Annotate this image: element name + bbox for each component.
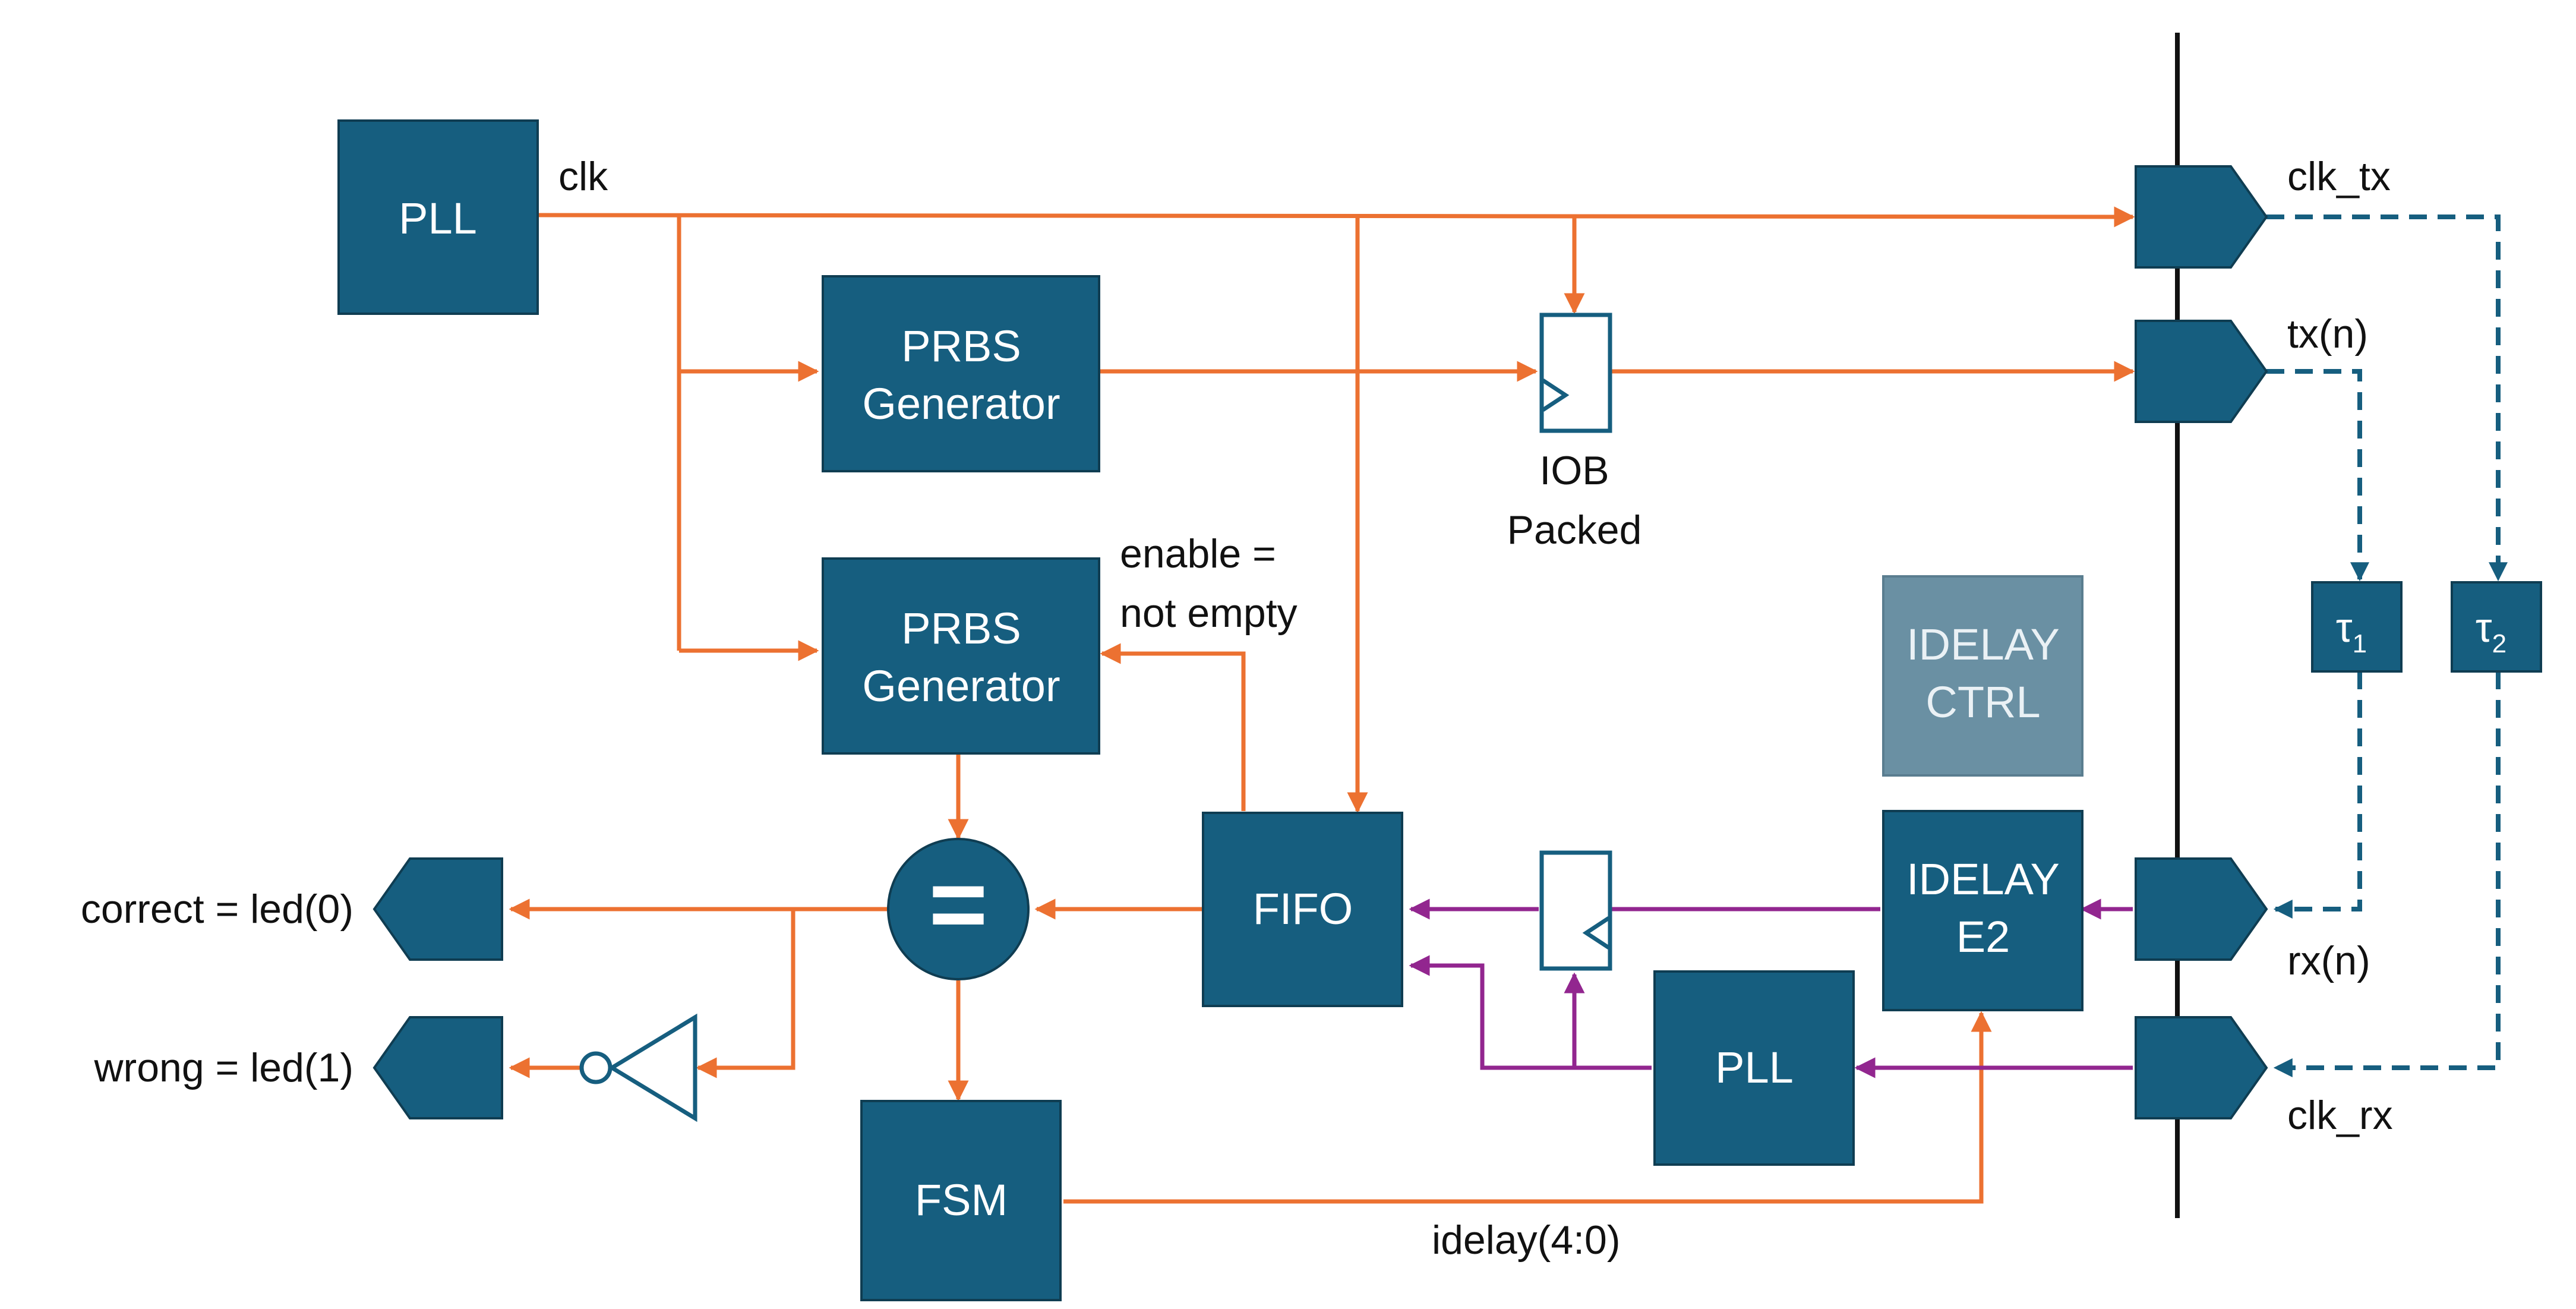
clk-tx-output-pad xyxy=(2135,165,2268,269)
purple-signals xyxy=(1409,898,2133,1078)
prbs1-label-line1: PRBS xyxy=(901,321,1021,371)
tau1-to-rx-path xyxy=(2273,671,2362,919)
idelaye2-label-line1: IDELAY xyxy=(1906,854,2060,904)
tau1-subscript: 1 xyxy=(2353,629,2367,658)
pll-top-label: PLL xyxy=(399,194,477,243)
iob-label-line1: IOB xyxy=(1539,448,1609,493)
rx-label: rx(n) xyxy=(2287,938,2370,983)
tau2-to-clkrx-path xyxy=(2273,671,2501,1077)
rx-input-pad xyxy=(2135,857,2268,961)
compare-to-inverter-wire xyxy=(696,909,795,1078)
equal-sign-label: = xyxy=(929,848,987,961)
tx-label: tx(n) xyxy=(2287,311,2368,357)
iob-flipflop xyxy=(1539,313,1612,433)
clk-tx-loop-path xyxy=(2266,215,2508,582)
pll-to-fifo-wire xyxy=(1409,955,1652,1070)
clk-rx-label: clk_rx xyxy=(2287,1093,2393,1138)
pll-bottom-block: PLL xyxy=(1653,970,1855,1166)
correct-led-pad xyxy=(372,857,503,961)
prbs2-label-line1: PRBS xyxy=(901,604,1021,653)
enable-label-line2: not empty xyxy=(1120,591,1298,636)
comparator: = xyxy=(887,838,1030,980)
input-flipflop xyxy=(1539,850,1612,971)
wrong-led-pad xyxy=(372,1016,503,1119)
idelaye2-block: IDELAY E2 xyxy=(1882,810,2083,1011)
fsm-block: FSM xyxy=(860,1100,1062,1301)
clk-rx-input-pad xyxy=(2135,1016,2268,1119)
idelayctrl-label-line1: IDELAY xyxy=(1906,620,2060,669)
enable-label-line1: enable = xyxy=(1120,531,1276,576)
fifo-label: FIFO xyxy=(1253,884,1353,933)
fifo-block: FIFO xyxy=(1202,812,1403,1007)
fsm-label: FSM xyxy=(915,1175,1008,1225)
pll-top-block: PLL xyxy=(337,119,539,315)
tau1-delay-block: τ1 xyxy=(2311,581,2403,673)
external-loopback xyxy=(2266,215,2508,1077)
svg-text:τ1: τ1 xyxy=(2336,604,2367,658)
prbs-generator-2: PRBS Generator xyxy=(822,557,1100,755)
inverter-gate xyxy=(579,1013,697,1122)
tx-loop-path xyxy=(2266,369,2369,582)
prbs2-label-line2: Generator xyxy=(862,661,1060,711)
tau2-delay-block: τ2 xyxy=(2451,581,2542,673)
iob-label-line2: Packed xyxy=(1507,507,1642,553)
tau2-symbol: τ xyxy=(2476,604,2492,651)
pll-bottom-label: PLL xyxy=(1715,1043,1794,1092)
prbs-generator-1: PRBS Generator xyxy=(822,275,1100,472)
clk-tx-label: clk_tx xyxy=(2287,154,2391,199)
prbs1-label-line2: Generator xyxy=(862,379,1060,428)
clk-trunk-wire xyxy=(537,206,2135,228)
idelay-bus-label: idelay(4:0) xyxy=(1432,1217,1621,1263)
idelaye2-label-line2: E2 xyxy=(1956,912,2010,961)
svg-text:τ2: τ2 xyxy=(2476,604,2506,658)
tx-output-pad xyxy=(2135,320,2268,423)
enable-wire xyxy=(1100,643,1246,811)
idelayctrl-label-line2: CTRL xyxy=(1925,677,2040,727)
correct-label: correct = led(0) xyxy=(81,887,353,932)
tau1-symbol: τ xyxy=(2336,604,2353,651)
wrong-label: wrong = led(1) xyxy=(93,1045,353,1090)
clk-label: clk xyxy=(558,154,608,199)
orange-signals xyxy=(509,206,2135,1204)
idelayctrl-block: IDELAY CTRL xyxy=(1882,575,2083,777)
idelay-bus-wire xyxy=(1063,1011,1992,1204)
tau2-subscript: 2 xyxy=(2492,629,2506,658)
